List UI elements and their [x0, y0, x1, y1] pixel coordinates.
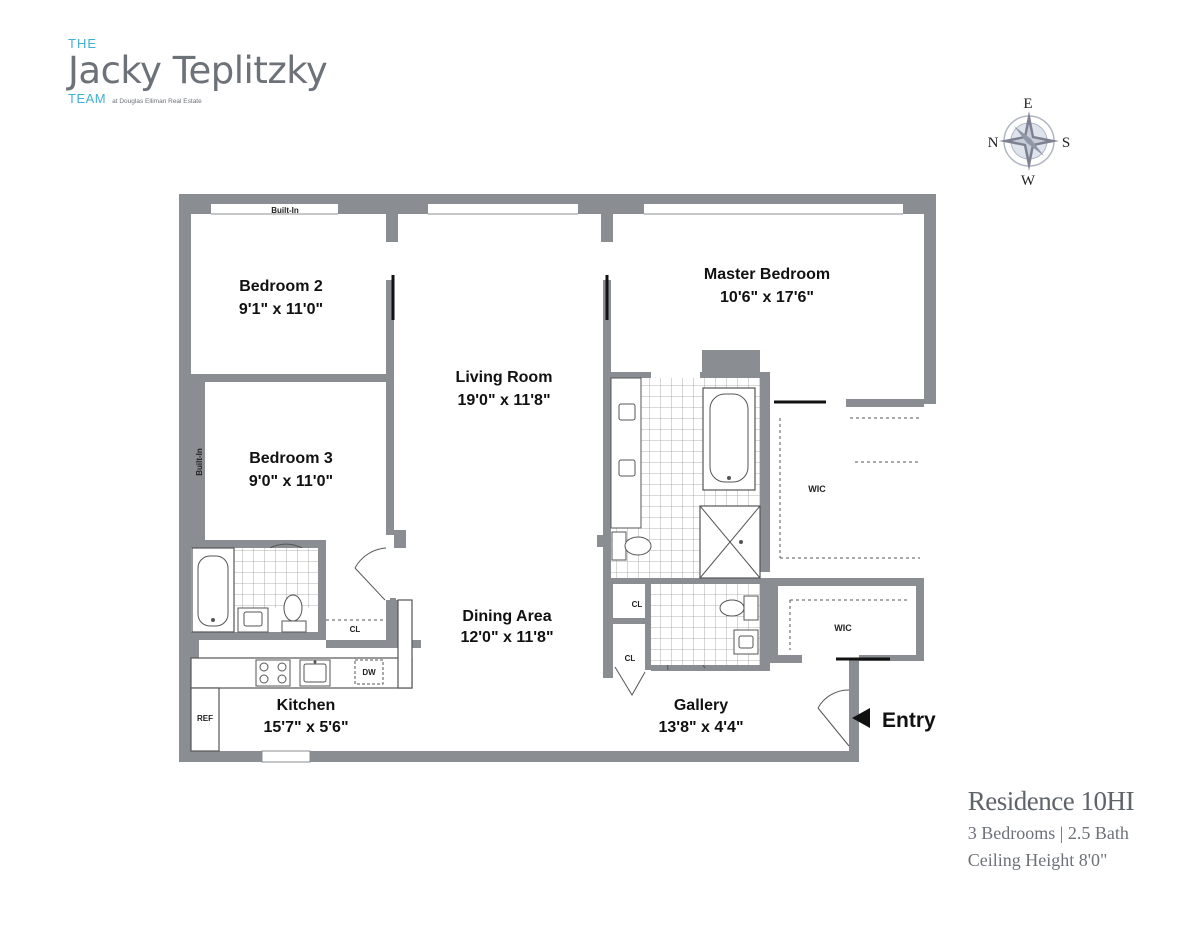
- wic-lower-label: WIC: [834, 623, 852, 633]
- master-bedroom-name: Master Bedroom: [704, 266, 830, 283]
- small-labels: Built-In Built-In WIC WIC CL CL CL DW RE…: [195, 206, 852, 723]
- compass-west-label: W: [1021, 173, 1036, 189]
- living-room-name: Living Room: [456, 369, 553, 386]
- kitchen-name: Kitchen: [277, 697, 336, 714]
- residence-ceiling: Ceiling Height 8'0": [967, 850, 1108, 870]
- gallery-name: Gallery: [674, 697, 728, 714]
- brand-affiliation: at Douglas Elliman Real Estate: [112, 98, 202, 105]
- room-labels: Bedroom 2 9'1" x 11'0" Bedroom 3 9'0" x …: [239, 266, 830, 736]
- kitchen-size: 15'7" x 5'6": [263, 719, 348, 736]
- compass-rose-icon: [999, 111, 1059, 171]
- master-toilet-icon: [611, 531, 652, 561]
- gallery-size: 13'8" x 4'4": [658, 719, 743, 736]
- bedroom2-size: 9'1" x 11'0": [239, 301, 323, 318]
- windows: [184, 213, 903, 757]
- closet-bath-label: CL: [350, 625, 361, 634]
- dining-area-name: Dining Area: [462, 608, 551, 625]
- refrigerator-label: REF: [197, 714, 213, 723]
- brand-name: Jacky Teplitzky: [68, 49, 328, 92]
- residence-beds-baths: 3 Bedrooms | 2.5 Bath: [967, 823, 1129, 843]
- sliding-doors: [391, 275, 890, 661]
- vanity-sink-icon-1: [618, 403, 636, 421]
- entry-arrow-icon: [852, 708, 870, 728]
- shower-icon: [699, 505, 761, 579]
- brand-team: TEAM: [68, 91, 107, 106]
- half-bath-toilet-icon: [719, 595, 759, 621]
- kitchen-sink-icon: [299, 659, 331, 687]
- bedroom2-name: Bedroom 2: [239, 278, 323, 295]
- compass-south-label: S: [1062, 135, 1070, 151]
- dishwasher-icon: [354, 659, 384, 685]
- closet-upper-label: CL: [632, 600, 643, 609]
- compass-north-label: N: [988, 135, 999, 151]
- closet-lower-label: CL: [625, 654, 636, 663]
- brand-the: THE: [68, 36, 97, 51]
- wic-upper-label: WIC: [808, 484, 826, 494]
- builtin-side-label: Built-In: [195, 448, 204, 476]
- bath1-tile-floor: [234, 548, 318, 608]
- builtin-top-label: Built-In: [271, 206, 299, 215]
- residence-info: Residence 10HI 3 Bedrooms | 2.5 Bath Cei…: [967, 786, 1135, 871]
- bedroom3-name: Bedroom 3: [249, 450, 333, 467]
- interior-walls: [191, 280, 924, 690]
- bath1-tub-basin: [197, 555, 229, 627]
- entry-label: Entry: [882, 709, 936, 732]
- dining-area-size: 12'0" x 11'8": [460, 629, 553, 646]
- master-bedroom-size: 10'6" x 17'6": [720, 289, 814, 306]
- bedroom3-size: 9'0" x 11'0": [249, 473, 333, 490]
- brand-team-line: TEAM at Douglas Elliman Real Estate: [68, 91, 327, 106]
- brand-logo: THE Jacky Teplitzky TEAM at Douglas Ellim…: [68, 36, 328, 106]
- compass-east-label: E: [1023, 96, 1032, 112]
- residence-title: Residence 10HI: [967, 786, 1135, 816]
- dishwasher-label: DW: [362, 668, 376, 677]
- bath1-toilet-icon: [283, 594, 303, 622]
- vanity-sink-icon-2: [618, 459, 636, 477]
- master-bath-vanity: [610, 377, 642, 529]
- exterior-walls: [179, 194, 936, 762]
- stove-icon: [255, 659, 291, 687]
- living-room-size: 19'0" x 11'8": [457, 392, 550, 409]
- half-bath-sink-icon: [733, 629, 759, 655]
